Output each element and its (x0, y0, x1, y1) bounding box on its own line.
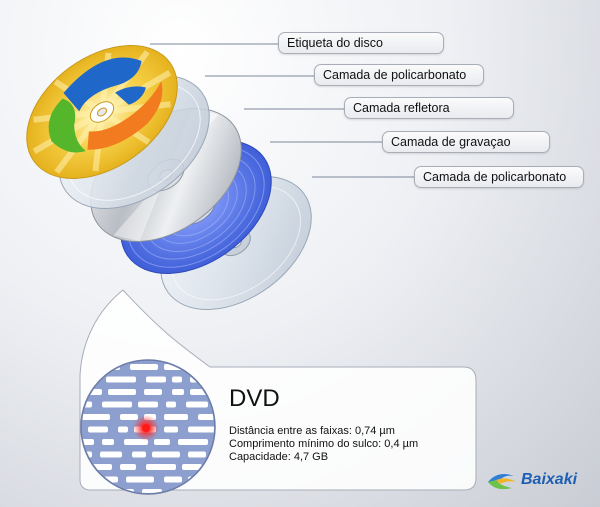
pit (108, 389, 136, 395)
pit (182, 464, 202, 470)
pit (188, 426, 214, 433)
spec-track-pitch: Distância entre as faixas: 0,74 µm (229, 425, 395, 437)
pit (102, 401, 132, 408)
pit (154, 439, 170, 445)
label-polycarbonate-bottom: Camada de policarbonato (414, 166, 584, 188)
label-polycarbonate-top: Camada de policarbonato (314, 64, 484, 86)
pit (166, 401, 176, 408)
pit (100, 451, 122, 458)
pit (164, 476, 182, 483)
spec-min-pit-length: Comprimento mínimo do sulco: 0,4 µm (229, 438, 419, 450)
logo-text: Baixaki (521, 471, 578, 488)
pit (172, 376, 182, 383)
pit (146, 376, 166, 383)
pit (152, 451, 180, 458)
pit (130, 364, 158, 370)
pit (118, 426, 128, 433)
label-disc-label: Etiqueta do disco (278, 32, 444, 54)
label-recording: Camada de gravaçao (382, 131, 550, 153)
pit (126, 476, 154, 483)
pit (106, 376, 136, 383)
pit (142, 489, 162, 493)
pit (124, 439, 148, 445)
pit (102, 439, 114, 445)
leader-lines (150, 43, 414, 178)
pit (82, 439, 94, 445)
pit (138, 401, 158, 408)
baixaki-logo-icon (488, 474, 516, 490)
pit (146, 464, 176, 470)
pit (144, 389, 162, 395)
pit (82, 414, 110, 420)
pit (164, 426, 178, 433)
pit (172, 389, 184, 395)
pit (120, 414, 138, 420)
dvd-title: DVD (229, 385, 280, 412)
pit (198, 414, 214, 420)
pit (120, 464, 136, 470)
label-reflective: Camada refletora (344, 97, 514, 119)
spec-capacity: Capacidade: 4,7 GB (229, 451, 329, 463)
pit (186, 401, 208, 408)
pit (132, 451, 146, 458)
pit (188, 451, 206, 458)
pit (88, 426, 108, 433)
disc-label (26, 45, 178, 179)
pit (164, 414, 188, 420)
pit (178, 439, 208, 445)
